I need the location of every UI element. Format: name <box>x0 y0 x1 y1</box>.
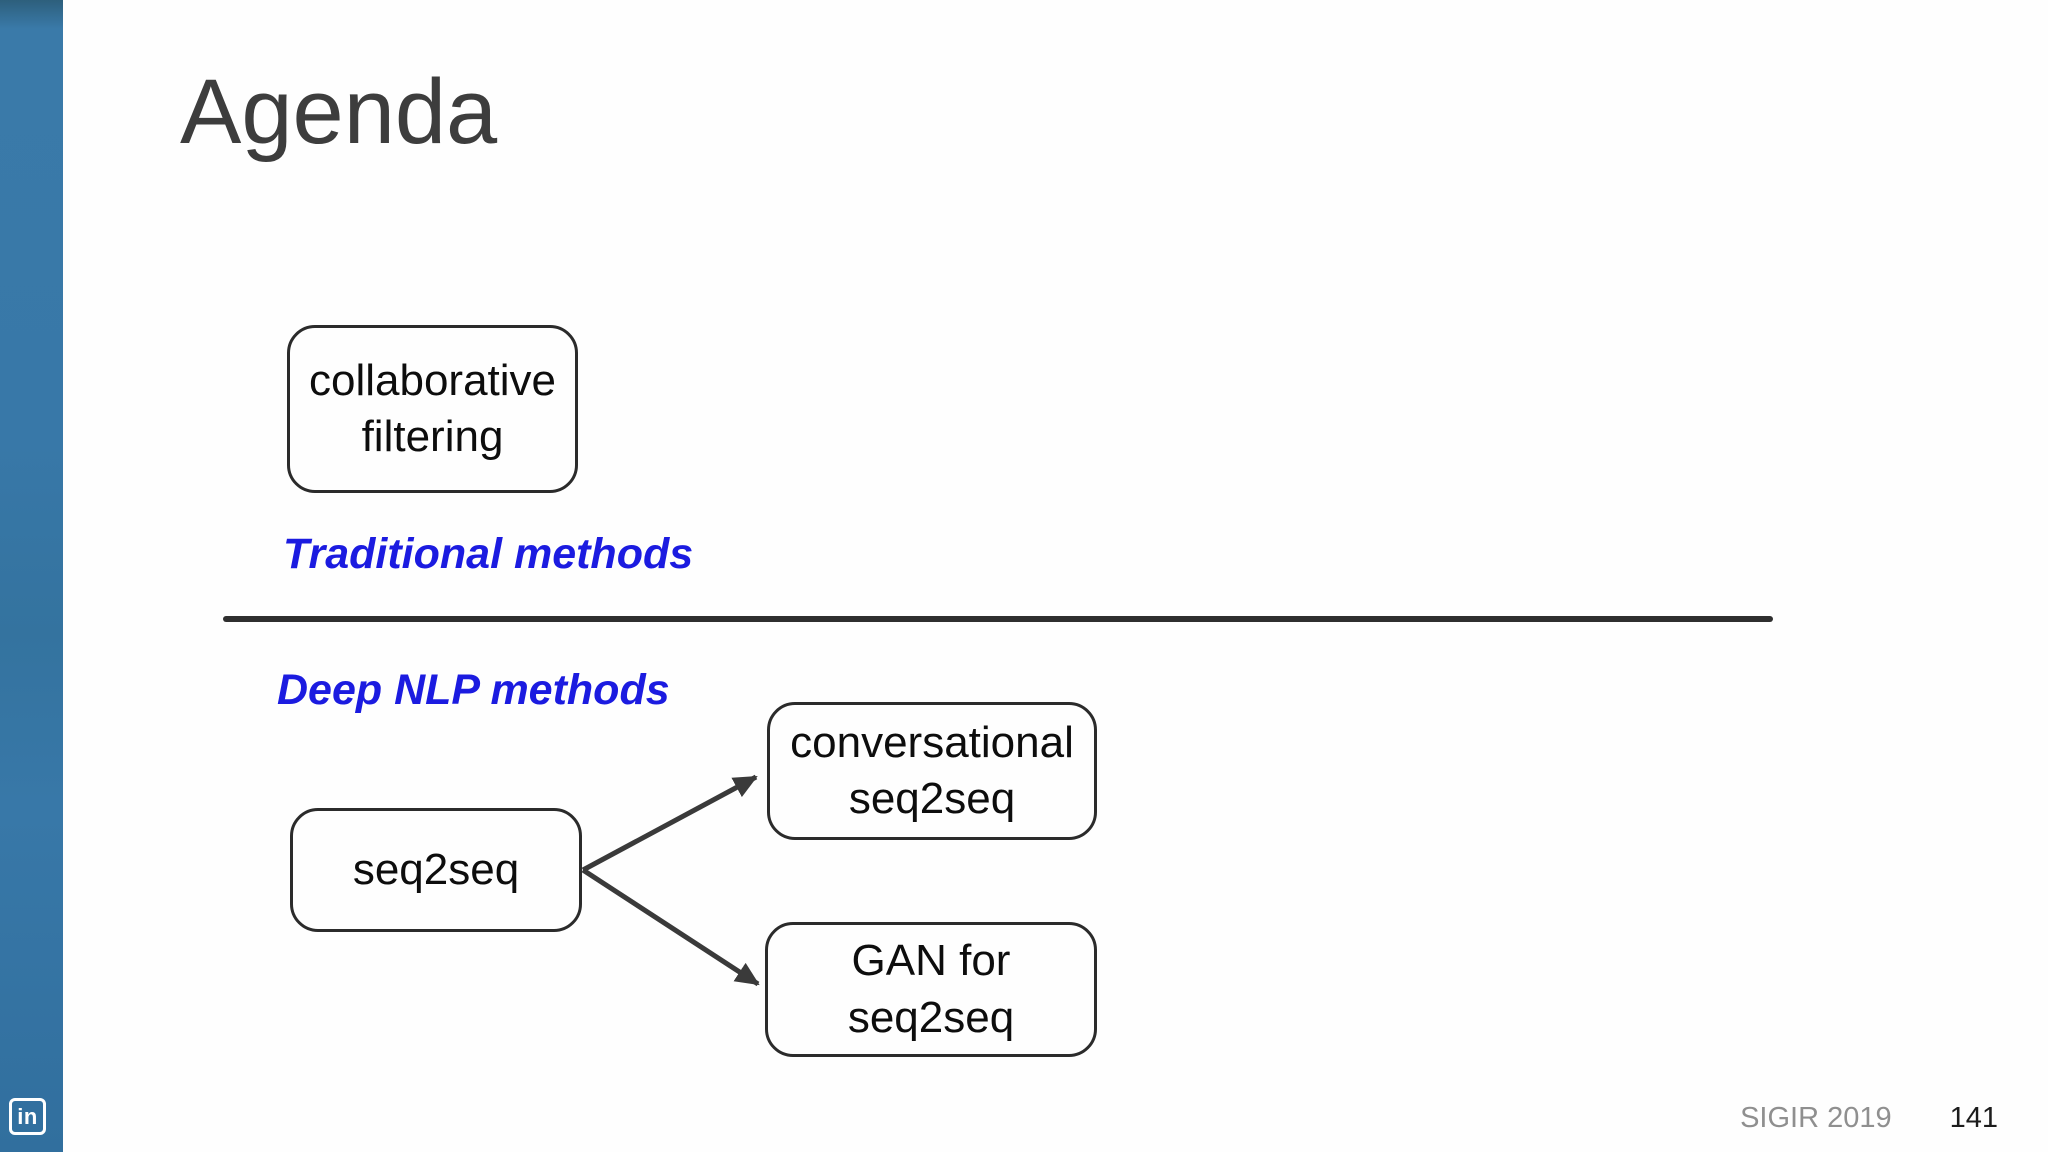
divider-line <box>223 616 1773 622</box>
page-number: 141 <box>1949 1102 1998 1134</box>
node-collaborative-filtering: collaborative filtering <box>287 325 578 493</box>
node-conversational-seq2seq: conversational seq2seq <box>767 702 1097 840</box>
conference-label: SIGIR 2019 <box>1740 1102 1892 1134</box>
slide-footer: SIGIR 2019 141 <box>1740 1102 1998 1135</box>
node-seq2seq: seq2seq <box>290 808 582 932</box>
slide-title: Agenda <box>180 61 498 163</box>
sidebar-accent-bar: in <box>0 0 63 1152</box>
linkedin-icon-text: in <box>17 1103 38 1129</box>
arrow-seq2seq-to-conversational <box>581 774 758 873</box>
arrow-seq2seq-to-gan <box>581 867 760 987</box>
node-gan-for-seq2seq: GAN for seq2seq <box>765 922 1097 1057</box>
linkedin-icon: in <box>9 1098 46 1135</box>
deep-nlp-methods-label: Deep NLP methods <box>277 666 670 714</box>
traditional-methods-label: Traditional methods <box>283 530 694 578</box>
